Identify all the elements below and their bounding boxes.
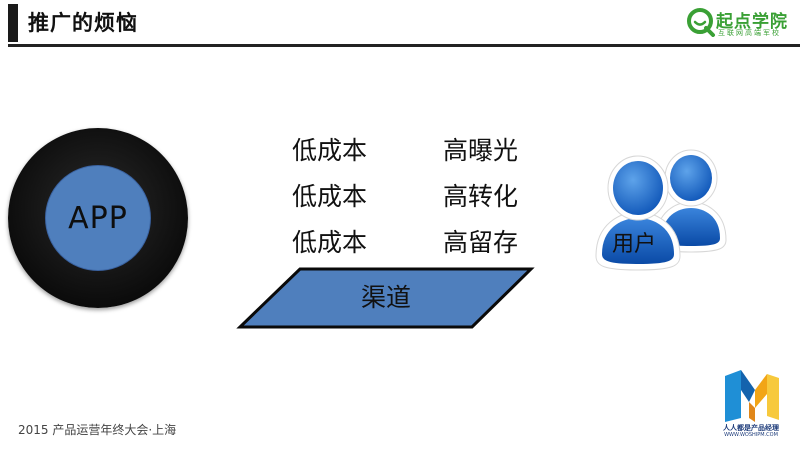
channel-shape: 渠道 bbox=[236, 266, 536, 330]
brand-m-icon bbox=[725, 370, 779, 422]
channel-label: 渠道 bbox=[360, 283, 411, 312]
channel-parallelogram bbox=[236, 267, 535, 329]
benefit-item: 高转化 bbox=[443, 182, 519, 211]
app-label: APP bbox=[68, 200, 128, 236]
logo: 起点学院 互联网高端军校 bbox=[686, 6, 796, 40]
page-title: 推广的烦恼 bbox=[28, 11, 138, 35]
cost-list: 低成本 低成本 低成本 bbox=[292, 134, 367, 272]
users-group: 用户 bbox=[590, 140, 740, 280]
app-ring: APP bbox=[8, 128, 188, 308]
footer-event-text: 2015 产品运营年终大会·上海 bbox=[18, 423, 177, 437]
benefit-item: 高留存 bbox=[443, 228, 519, 257]
benefit-list: 高曝光 高转化 高留存 bbox=[443, 134, 518, 272]
logo-name: 起点学院 bbox=[716, 12, 788, 32]
brand-url: WWW.WOSHIPM.COM bbox=[724, 432, 778, 438]
brand-name: 人人都是产品经理 bbox=[723, 424, 779, 432]
header-accent-bar bbox=[8, 4, 18, 42]
benefit-item: 高曝光 bbox=[443, 136, 519, 165]
cost-item: 低成本 bbox=[292, 228, 368, 257]
header-divider bbox=[8, 44, 800, 47]
cost-item: 低成本 bbox=[292, 182, 368, 211]
users-icon bbox=[595, 149, 727, 271]
cost-item: 低成本 bbox=[292, 136, 368, 165]
logo-subtitle: 互联网高端军校 bbox=[718, 29, 781, 37]
app-core: APP bbox=[45, 165, 151, 271]
logo-q-icon bbox=[687, 8, 715, 37]
brand-logo: 人人都是产品经理 WWW.WOSHIPM.COM bbox=[711, 368, 791, 440]
users-label: 用户 bbox=[612, 232, 657, 257]
